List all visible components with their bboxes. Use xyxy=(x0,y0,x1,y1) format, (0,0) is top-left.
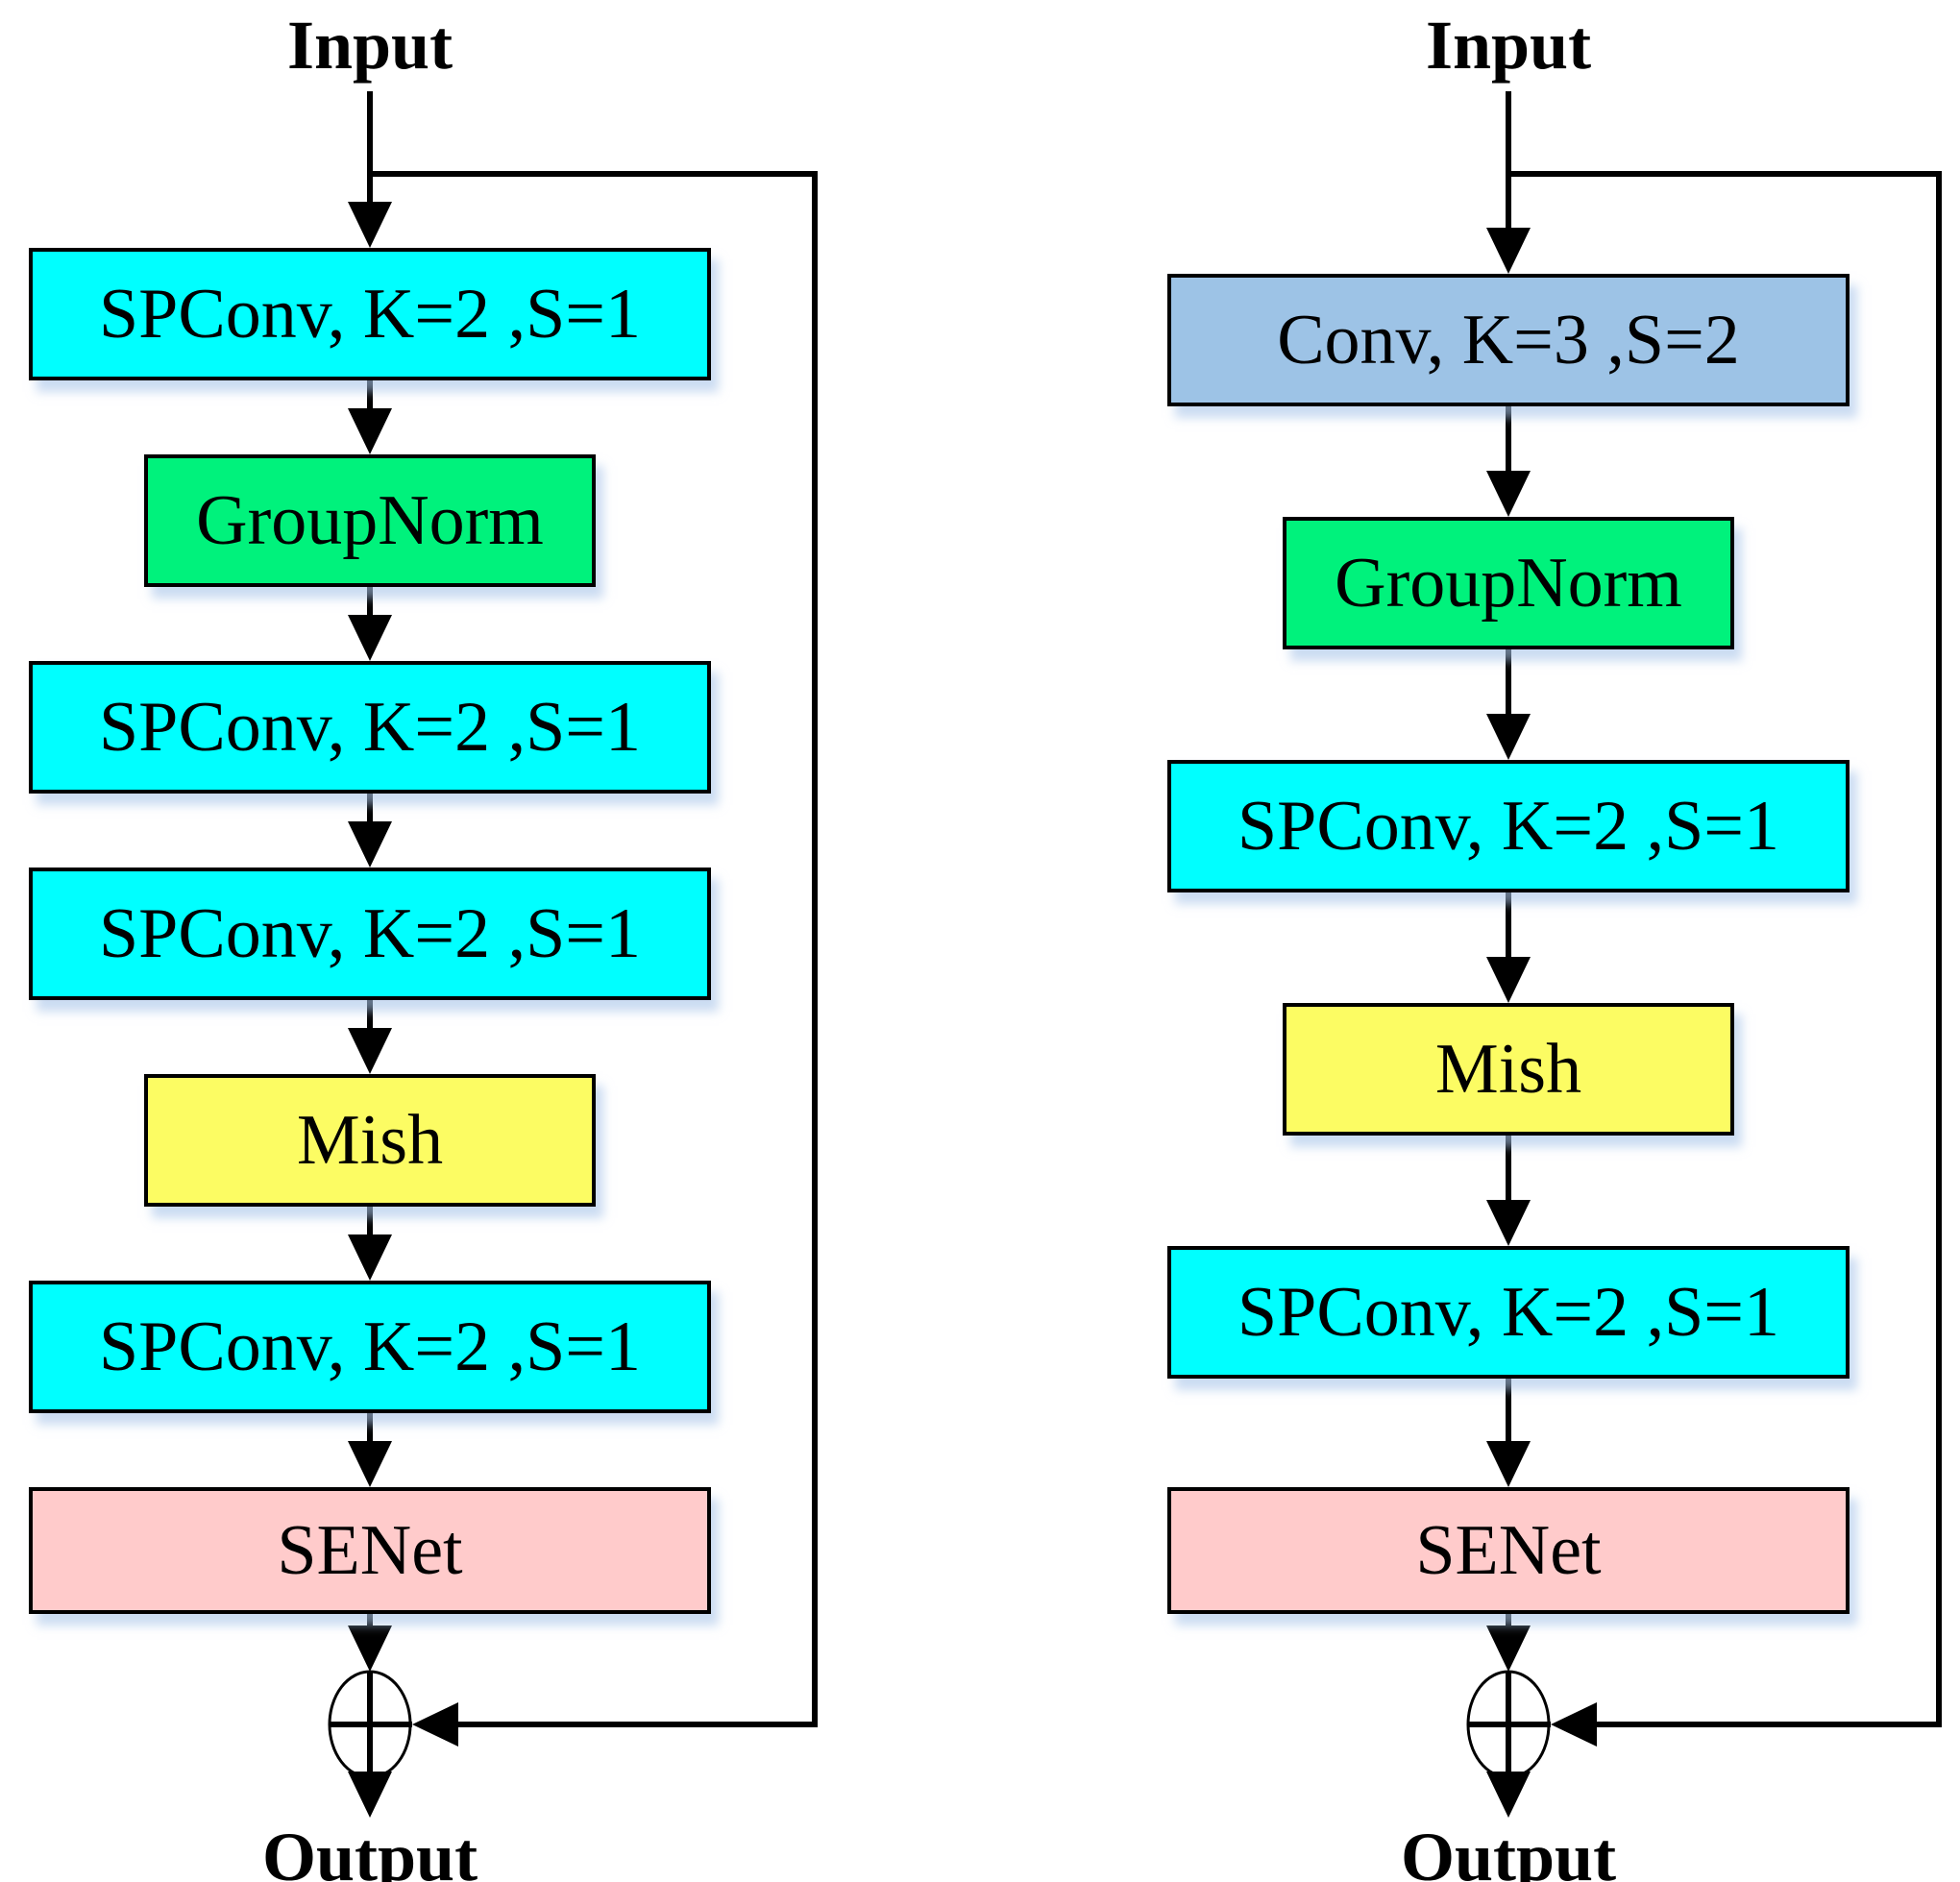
block-spconv-1-left: SPConv, K=2 ,S=1 xyxy=(29,248,711,380)
flow-lines-left xyxy=(330,91,818,1775)
block-mish-right: Mish xyxy=(1283,1003,1734,1136)
flow-arrowheads-left xyxy=(348,202,458,1818)
block-spconv-4-left: SPConv, K=2 ,S=1 xyxy=(29,1281,711,1413)
block-senet-left: SENet xyxy=(29,1487,711,1614)
output-label-left: Output xyxy=(261,1818,478,1882)
block-spconv-2-right: SPConv, K=2 ,S=1 xyxy=(1167,1246,1850,1379)
flow-arrowheads-right xyxy=(1486,228,1597,1818)
block-groupnorm-right: GroupNorm xyxy=(1283,517,1734,649)
output-label-right: Output xyxy=(1400,1818,1617,1882)
input-label-right: Input xyxy=(1425,6,1592,84)
flow-lines-right xyxy=(1468,91,1942,1775)
block-spconv-2-left: SPConv, K=2 ,S=1 xyxy=(29,661,711,794)
block-conv-right: Conv, K=3 ,S=2 xyxy=(1167,274,1850,406)
block-mish-left: Mish xyxy=(144,1074,596,1207)
block-groupnorm-left: GroupNorm xyxy=(144,454,596,587)
block-senet-right: SENet xyxy=(1167,1487,1850,1614)
block-spconv-1-right: SPConv, K=2 ,S=1 xyxy=(1167,760,1850,892)
block-spconv-3-left: SPConv, K=2 ,S=1 xyxy=(29,868,711,1000)
input-label-left: Input xyxy=(286,6,453,84)
